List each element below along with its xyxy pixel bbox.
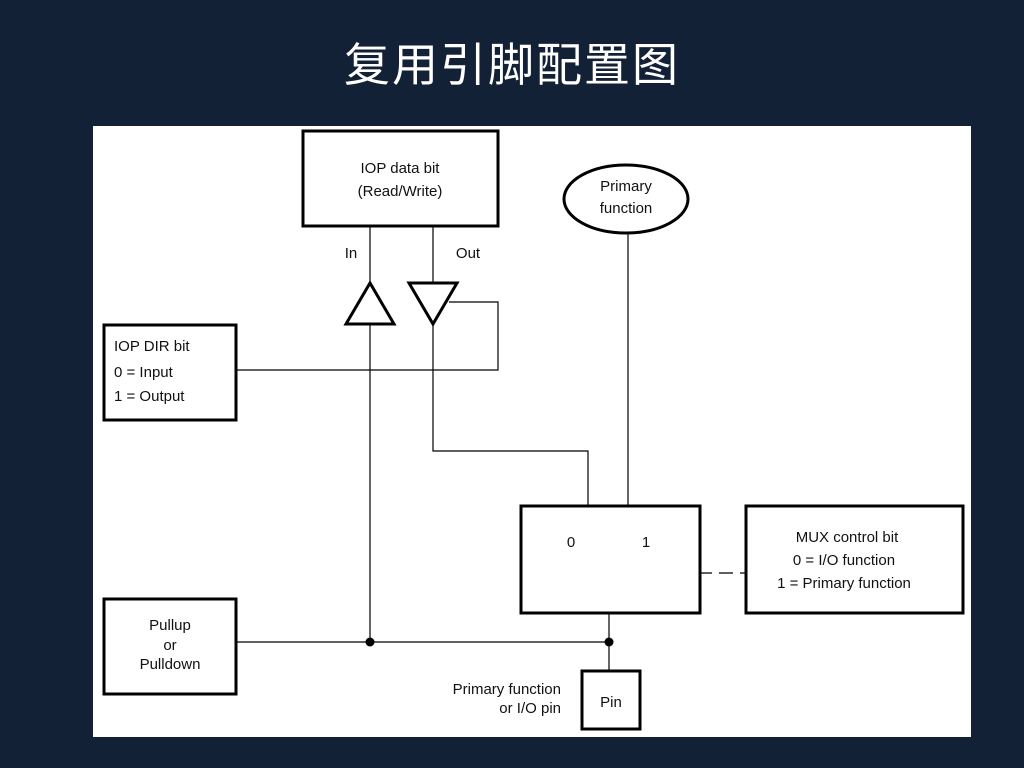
input-buffer-icon <box>343 280 397 326</box>
in-label: In <box>345 245 358 262</box>
iop-data-bit-mode: (Read/Write) <box>358 183 443 200</box>
mux-switch-box <box>519 504 702 615</box>
mux-control-bit-primary: 1 = Primary function <box>777 575 911 592</box>
mux-control-bit-box <box>744 504 965 615</box>
pin-caption-line1: Primary function <box>453 681 561 698</box>
mux-control-bit-io: 0 = I/O function <box>793 552 895 569</box>
pullup-label: Pullup <box>149 617 191 634</box>
pin-caption-line2: or I/O pin <box>499 700 561 717</box>
iop-dir-bit-box <box>102 323 238 422</box>
iop-data-bit-box <box>301 129 500 228</box>
iop-dir-bit-output: 1 = Output <box>114 388 185 405</box>
pin-box <box>580 669 642 731</box>
iop-dir-bit-title: IOP DIR bit <box>114 338 190 355</box>
mux-input-0-label: 0 <box>567 534 575 551</box>
pin-label: Pin <box>600 694 622 711</box>
primary-function-label-2: function <box>600 200 653 217</box>
slide-title: 复用引脚配置图 <box>344 38 680 92</box>
junction-dot <box>365 637 375 647</box>
primary-function-ellipse <box>562 163 690 235</box>
diagram-canvas: IOP data bit (Read/Write) In Out Primary… <box>93 126 971 737</box>
out-wire <box>432 226 589 538</box>
output-buffer-icon <box>406 281 460 327</box>
dir-enable-wire <box>236 301 499 371</box>
mux-input-1-label: 1 <box>642 534 650 551</box>
iop-dir-bit-input: 0 = Input <box>114 364 174 381</box>
pulldown-label: Pulldown <box>140 656 201 673</box>
primary-function-label: Primary <box>600 178 652 195</box>
iop-data-bit-label: IOP data bit <box>361 160 441 177</box>
mux-control-bit-title: MUX control bit <box>796 529 899 546</box>
or-label: or <box>163 637 176 654</box>
out-label: Out <box>456 245 481 262</box>
junction-dot <box>604 637 614 647</box>
pullup-pulldown-box <box>102 597 238 696</box>
